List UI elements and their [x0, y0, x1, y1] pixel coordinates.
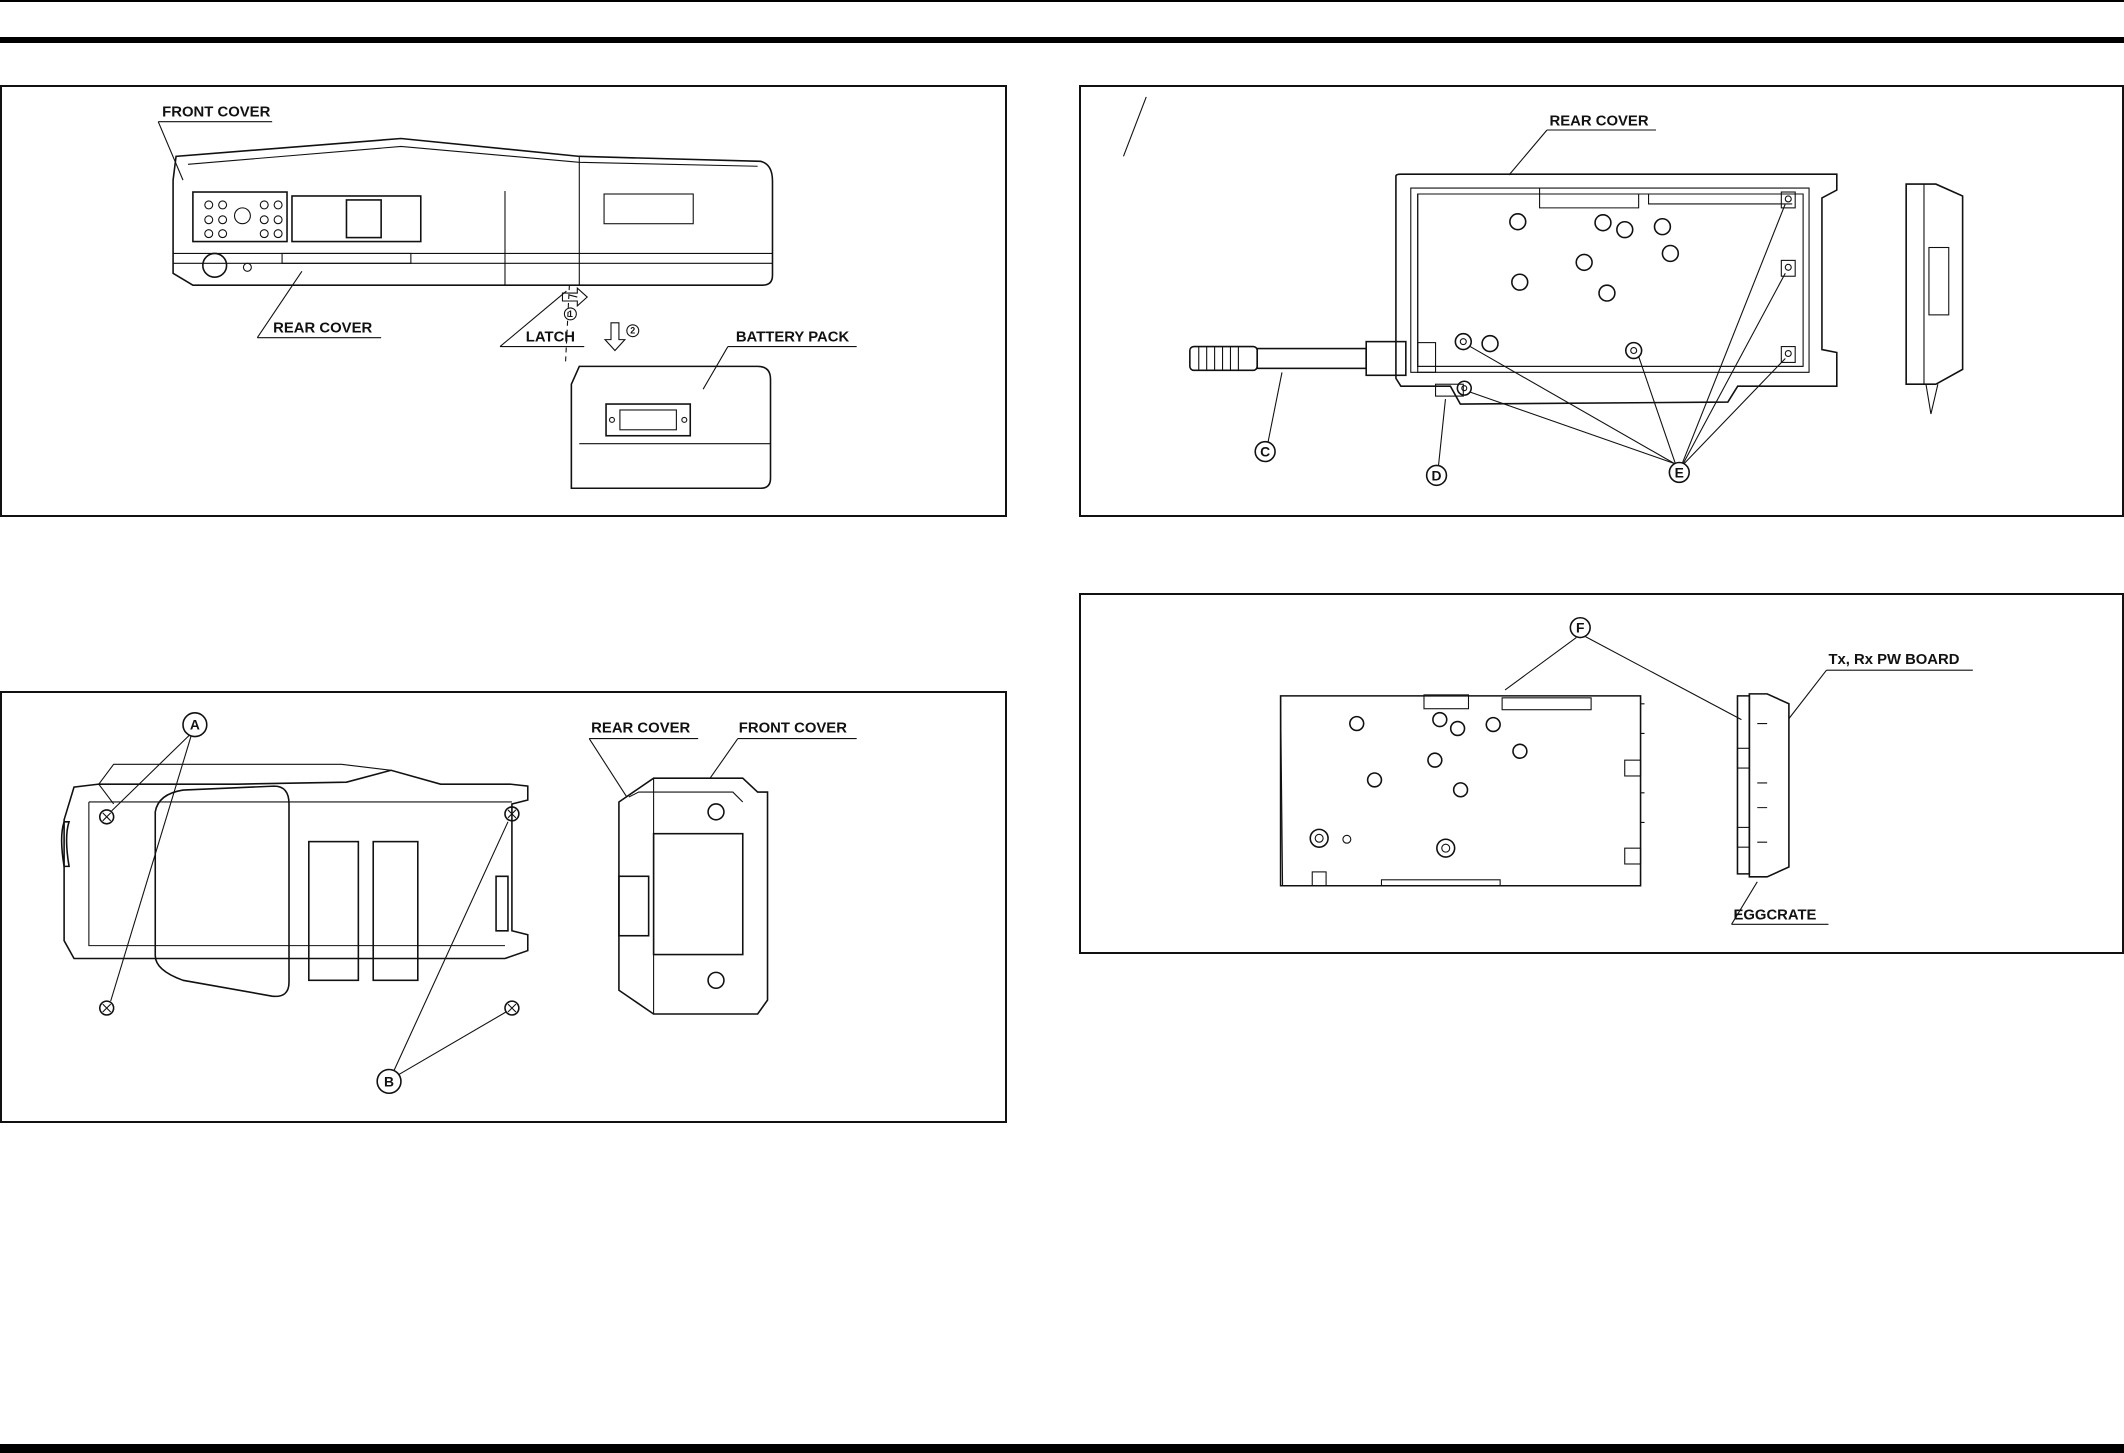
rear-cover-housing	[1395, 173, 1838, 405]
pw-board-drawing: F Tx, Rx PW BOARD EGGCRATE	[1279, 616, 1973, 925]
bottom-rule-thick	[0, 1444, 2124, 1453]
step-1-arrow	[561, 286, 589, 321]
figure-pw-board: F Tx, Rx PW BOARD EGGCRATE	[1079, 593, 2124, 954]
screws-b	[504, 806, 520, 1016]
pw-board-top-view	[1279, 694, 1645, 887]
battery-removal-drawing: FRONT COVER REAR COVER LATCH BATTERY PAC…	[157, 105, 857, 490]
radio-end-view	[618, 777, 769, 1015]
callout-d-circle	[1425, 464, 1448, 487]
battery-pack-drawing	[570, 365, 772, 490]
step-2-number: 2	[630, 326, 635, 336]
label-eggcrate: EGGCRATE	[1734, 907, 1817, 923]
rear-cover-board-drawing: REAR COVER C D E	[1122, 96, 1964, 487]
label-rear-cover: REAR COVER	[1549, 114, 1648, 130]
eggcrate-side-view	[1905, 183, 1964, 415]
rear-cover-screws-drawing: A B REAR COVER FRONT COVER	[60, 712, 857, 1095]
screws-e	[1454, 191, 1796, 396]
callout-e: E	[1675, 464, 1684, 480]
label-front-cover: FRONT COVER	[739, 721, 847, 737]
figure-rear-cover-board: REAR COVER C D E	[1079, 85, 2124, 517]
label-pw-board: Tx, Rx PW BOARD	[1828, 652, 1959, 668]
connector-d	[1435, 383, 1464, 397]
rear-cover-label-box	[1547, 104, 1548, 105]
callout-f-circle	[1569, 616, 1591, 639]
eggcrate-edge-view	[1736, 693, 1790, 878]
keypad-buttons	[204, 200, 283, 239]
callout-e-circle	[1668, 461, 1690, 484]
label-rear-cover: REAR COVER	[591, 721, 690, 737]
radio-side-view	[172, 137, 774, 286]
screws-a	[98, 809, 115, 1016]
label-rear-cover: REAR COVER	[273, 321, 372, 337]
latch-hook	[569, 294, 578, 298]
top-rule-thin	[0, 0, 2124, 2]
label-front-cover: FRONT COVER	[162, 105, 270, 121]
callout-b-circle	[376, 1068, 402, 1095]
label-battery-pack: BATTERY PACK	[736, 330, 850, 346]
callout-f: F	[1576, 620, 1584, 636]
step-2-arrow	[603, 322, 640, 352]
label-latch: LATCH	[526, 330, 575, 346]
top-rule-thick	[0, 37, 2124, 43]
figure-battery-removal: FRONT COVER REAR COVER LATCH BATTERY PAC…	[0, 85, 1007, 517]
radio-back-view	[60, 763, 529, 998]
callout-a: A	[190, 717, 200, 733]
callout-c-circle	[1254, 440, 1276, 463]
callout-d: D	[1432, 467, 1442, 483]
callout-c: C	[1260, 444, 1270, 460]
antenna	[1189, 340, 1407, 377]
callout-b: B	[384, 1073, 394, 1089]
figure-rear-cover-screws: A B REAR COVER FRONT COVER	[0, 691, 1007, 1123]
callout-a-circle	[182, 712, 208, 738]
step-1-number: 1	[568, 309, 573, 319]
